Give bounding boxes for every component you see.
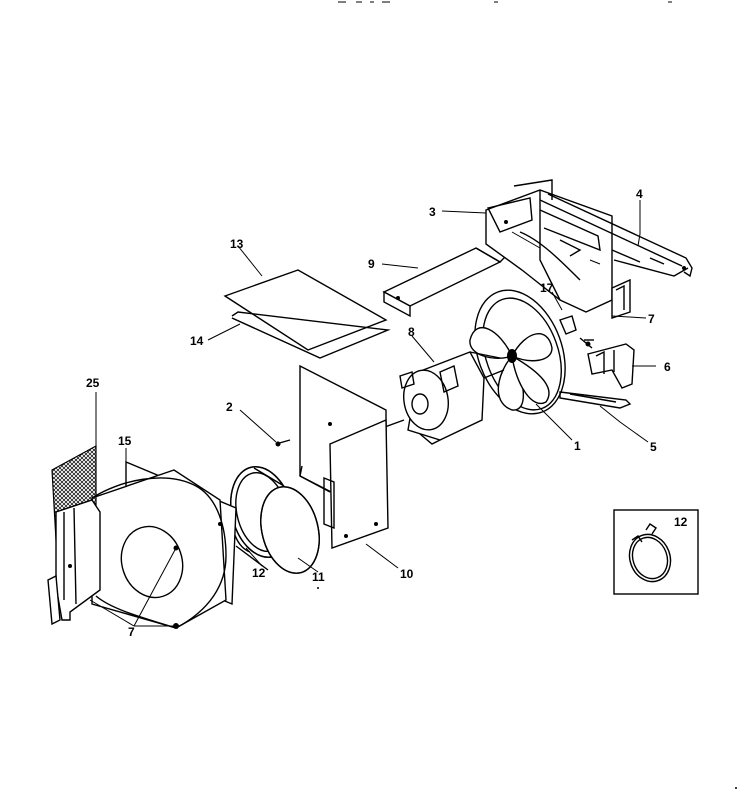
callout-6: 6 (664, 360, 671, 374)
callout-2: 2 (226, 400, 233, 414)
leader-lines (89, 200, 656, 627)
filter-frame-14 (231, 311, 391, 359)
filter-panel-13 (223, 269, 388, 351)
mesh-screen-25 (47, 444, 101, 626)
callout-14: 14 (190, 334, 204, 348)
callout-4: 4 (636, 187, 643, 201)
bottom-rail-5 (559, 391, 632, 409)
callout-12-inset: 12 (674, 515, 688, 529)
callout-1: 1 (574, 439, 581, 453)
callout-17: 17 (540, 281, 554, 295)
callout-5: 5 (650, 440, 657, 454)
shroud-ring (474, 289, 593, 415)
callout-25: 25 (86, 376, 100, 390)
blower-housing-15 (85, 460, 237, 629)
side-bracket-6 (587, 343, 635, 389)
screw-2 (275, 439, 291, 447)
fan-blade-1 (469, 327, 553, 411)
motor-8 (359, 351, 505, 445)
callout-9: 9 (368, 257, 375, 271)
callout-3: 3 (429, 205, 436, 219)
inset-box-12 (613, 509, 699, 595)
bracket-9 (382, 237, 512, 318)
callout-13: 13 (230, 237, 244, 251)
side-bracket-7 (611, 278, 631, 319)
callout-7-top: 7 (648, 312, 655, 326)
callout-10: 10 (400, 567, 414, 581)
callout-11: 11 (312, 570, 325, 584)
blower-wheel-11 (230, 466, 320, 574)
callout-labels: 3 4 9 13 14 17 7 8 6 1 5 2 25 15 12 11 1… (86, 187, 688, 639)
callout-12-wheel: 12 (252, 566, 266, 580)
clip-17 (559, 315, 594, 347)
callout-7-bottom: 7 (128, 625, 135, 639)
scan-specks (317, 587, 737, 789)
mounting-plate-10 (299, 364, 389, 549)
callout-15: 15 (118, 434, 132, 448)
callout-8: 8 (408, 325, 415, 339)
scroll-housing-3 (485, 189, 613, 313)
